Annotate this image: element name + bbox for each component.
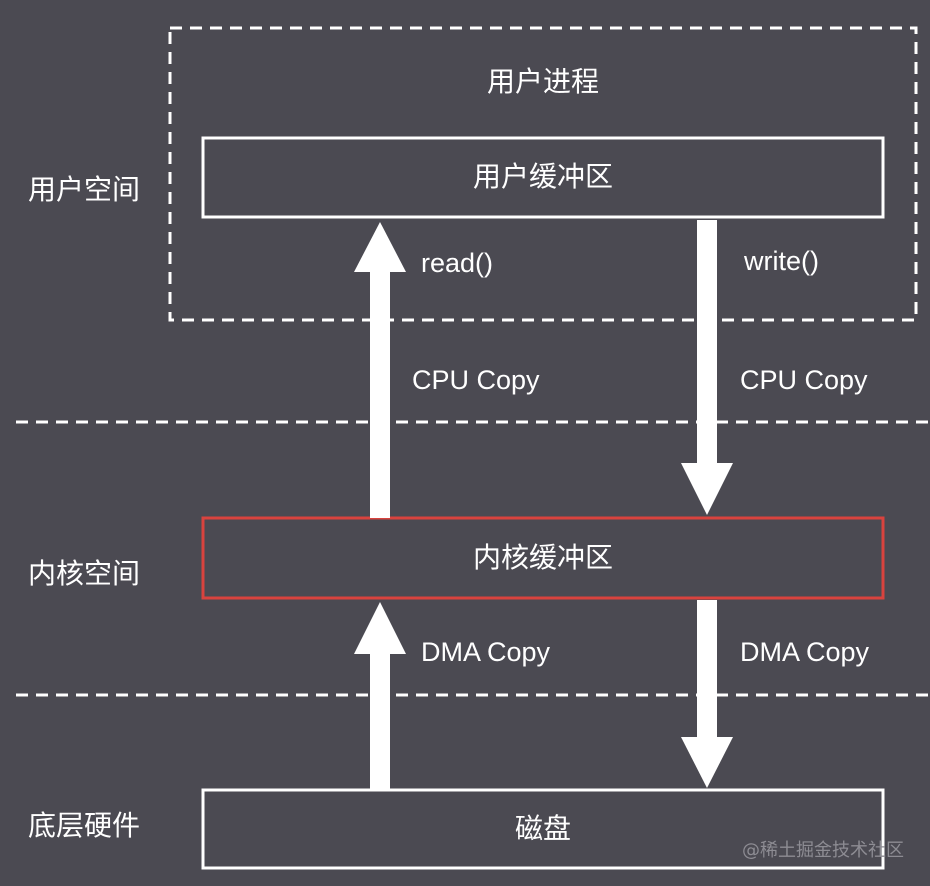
user-process-label: 用户进程 bbox=[486, 65, 599, 98]
kernel-buffer-label: 内核缓冲区 bbox=[472, 541, 613, 574]
dma-read-arrow bbox=[354, 602, 406, 790]
disk-label: 磁盘 bbox=[514, 812, 571, 845]
user-process-boundary bbox=[168, 26, 918, 322]
read-call-label: read() bbox=[421, 248, 494, 278]
write-call-label: write() bbox=[744, 246, 819, 276]
zone-label-kernel-space: 内核空间 bbox=[28, 557, 141, 590]
cpu-copy-down-label: CPU Copy bbox=[740, 365, 868, 395]
user-buffer-label: 用户缓冲区 bbox=[472, 160, 613, 193]
dma-copy-down-label: DMA Copy bbox=[740, 637, 870, 667]
watermark: @稀土掘金技术社区 bbox=[742, 840, 904, 861]
user-buffer-box bbox=[201, 136, 885, 219]
zone-label-user-space: 用户空间 bbox=[28, 173, 141, 206]
cpu-copy-up-label: CPU Copy bbox=[412, 365, 540, 395]
disk-box bbox=[201, 788, 885, 870]
read-copy-arrow bbox=[354, 222, 406, 518]
kernel-buffer-box bbox=[201, 516, 885, 600]
dma-copy-up-label: DMA Copy bbox=[421, 637, 551, 667]
zone-label-hardware: 底层硬件 bbox=[28, 809, 141, 842]
write-copy-arrow bbox=[681, 220, 733, 515]
dma-write-arrow bbox=[681, 600, 733, 788]
